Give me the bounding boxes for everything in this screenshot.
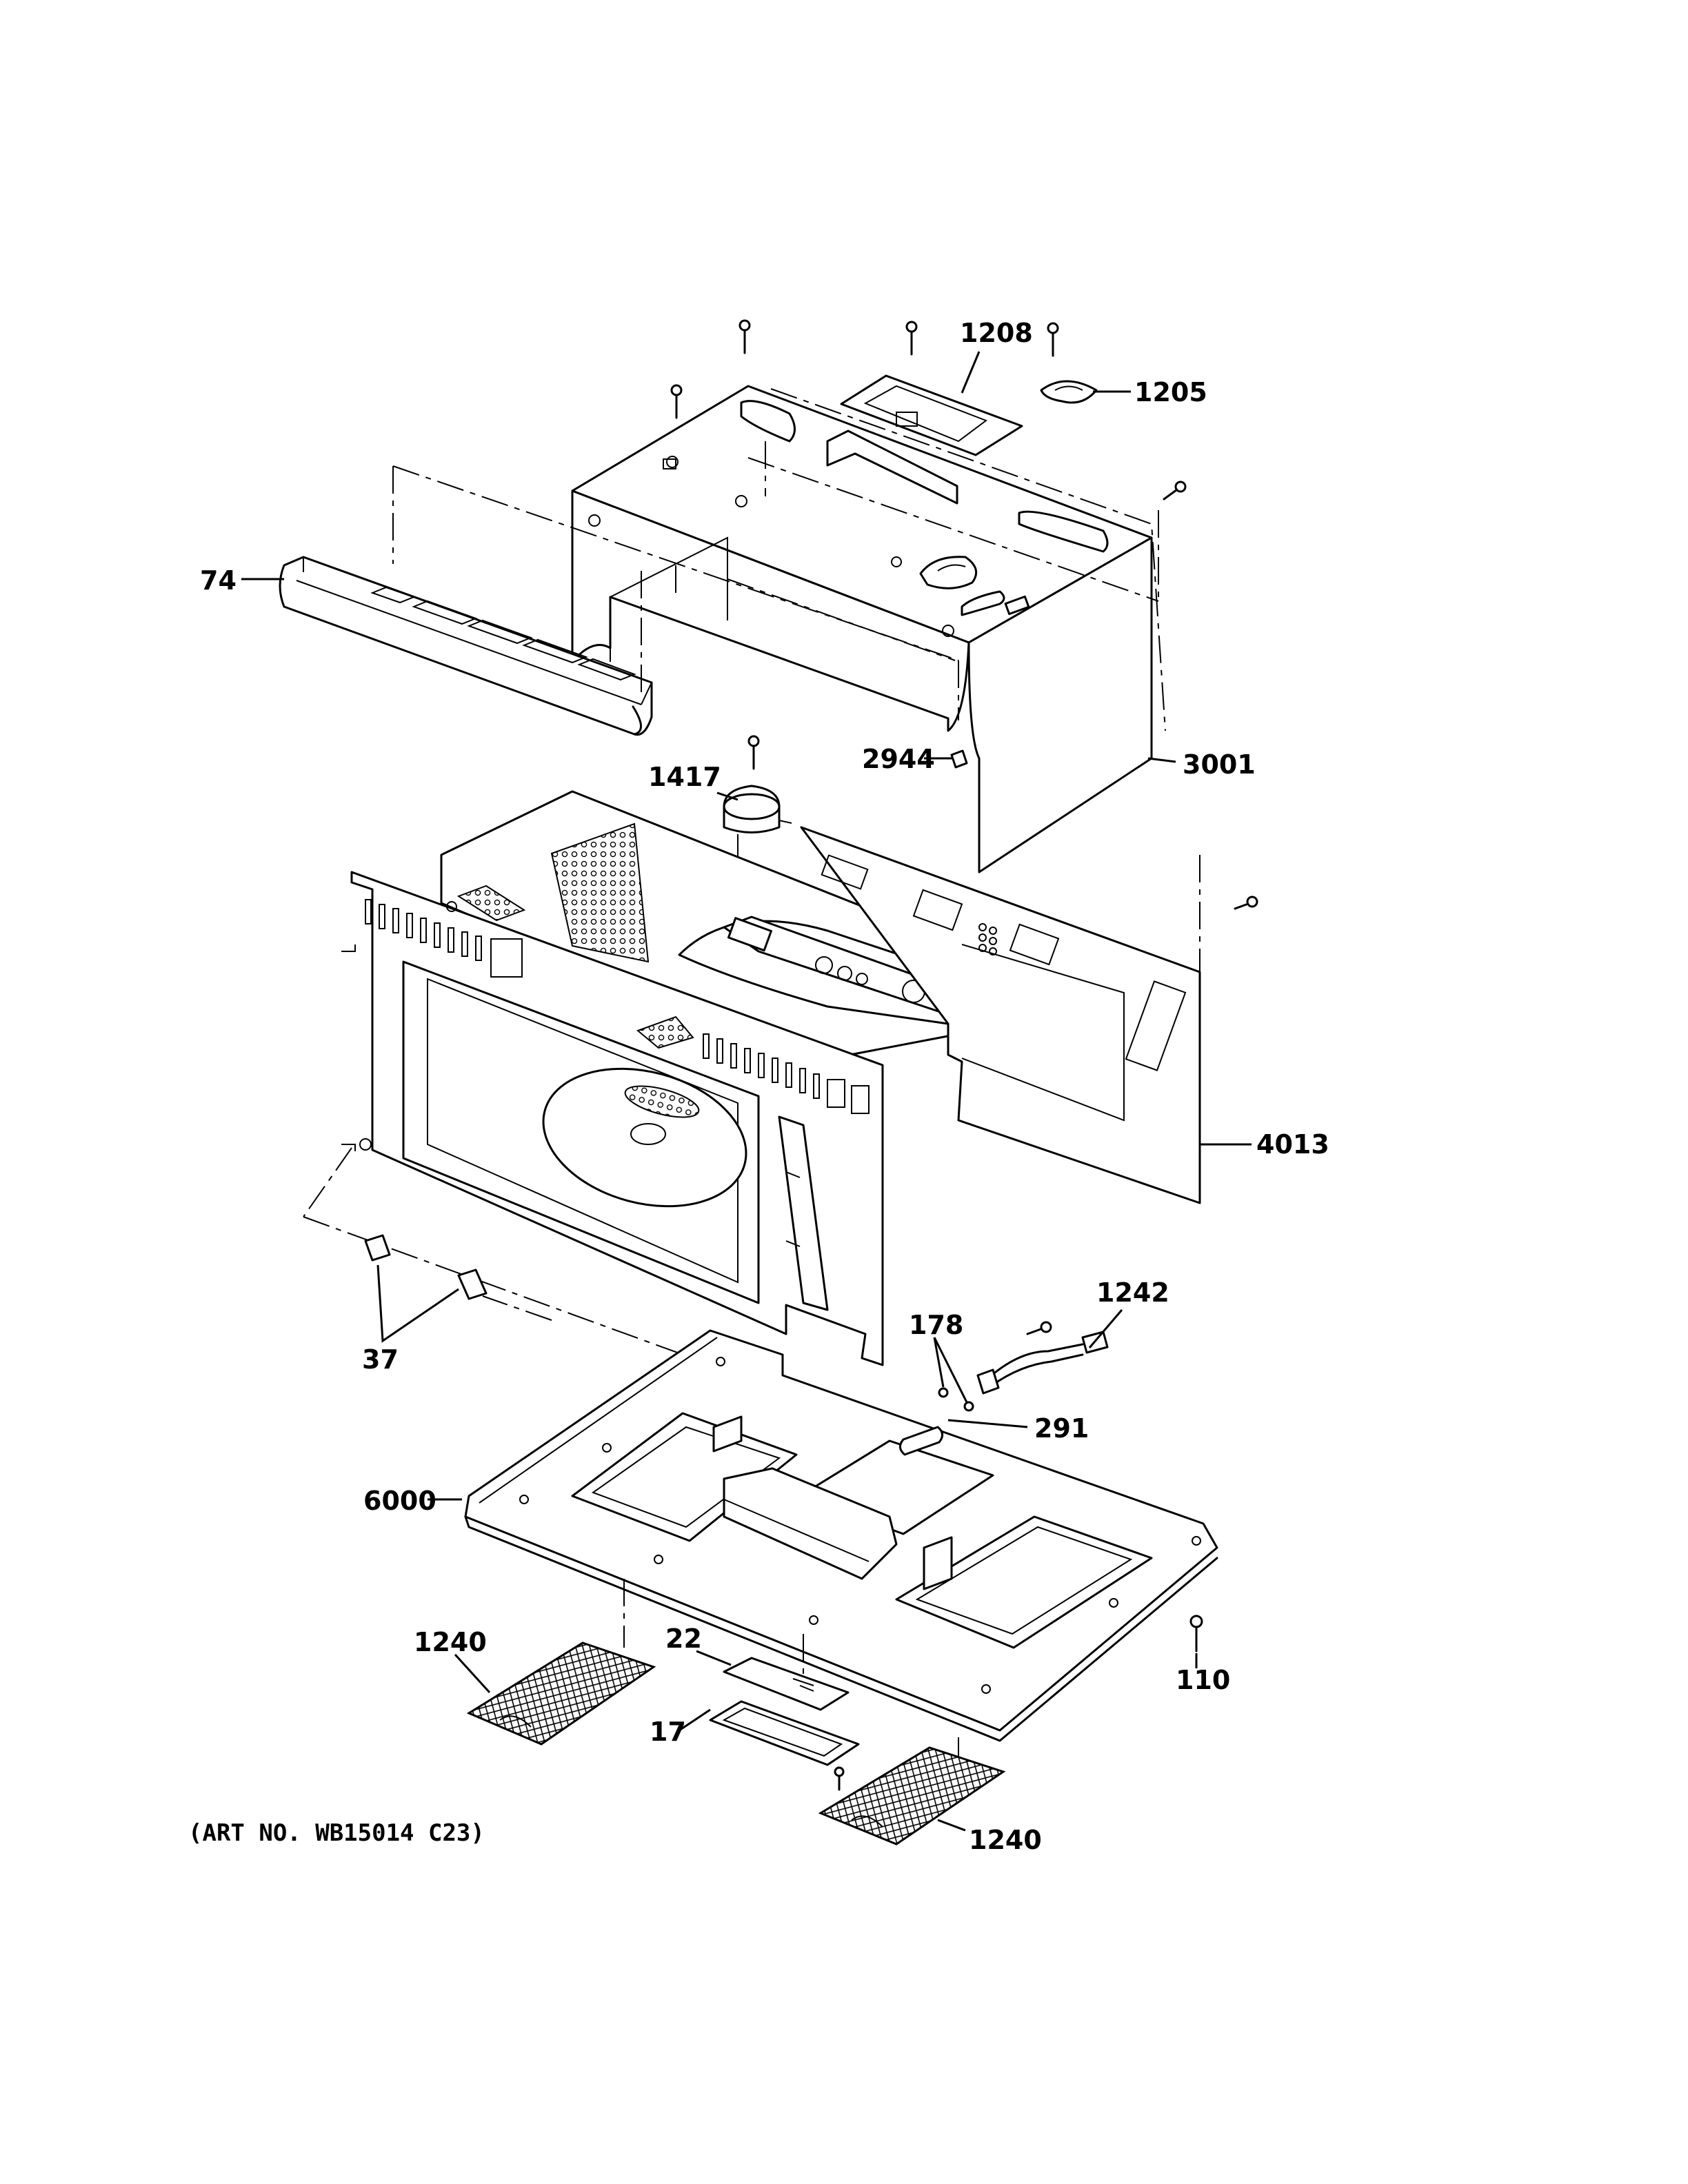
vent-grille-74 xyxy=(279,556,653,736)
callout-1240-left: 1240 xyxy=(414,1627,487,1657)
callout-6000: 6000 xyxy=(363,1486,436,1516)
lens-frame-17 xyxy=(709,1700,860,1791)
assembly-lines-middle xyxy=(303,1147,883,1428)
callout-leaders xyxy=(241,351,1252,1832)
outer-case-3001 xyxy=(571,385,1166,873)
oven-cavity-frame xyxy=(341,790,963,1366)
callout-17: 17 xyxy=(650,1717,686,1747)
light-lens-22 xyxy=(723,1657,850,1711)
callout-1240-right: 1240 xyxy=(969,1825,1042,1855)
back-panel-4013 xyxy=(800,826,1201,1204)
assembly-lines-upper xyxy=(392,441,1200,1055)
callout-22: 22 xyxy=(665,1624,702,1654)
grease-filter-1240-right xyxy=(818,1746,1006,1846)
callout-110: 110 xyxy=(1176,1665,1230,1695)
callout-1208: 1208 xyxy=(960,318,1033,348)
callout-291: 291 xyxy=(1034,1413,1089,1444)
clip-1205 xyxy=(1040,380,1098,404)
grease-filter-1240-left xyxy=(466,1641,656,1746)
callout-4013: 4013 xyxy=(1256,1129,1329,1160)
callout-3001: 3001 xyxy=(1183,749,1256,780)
cover-plate-1208 xyxy=(840,374,1023,456)
screw-110 xyxy=(1189,1615,1203,1652)
callout-37: 37 xyxy=(362,1344,399,1375)
base-plate-6000 xyxy=(464,1329,1218,1742)
callout-1242: 1242 xyxy=(1096,1277,1169,1308)
screw-group-top xyxy=(670,319,1258,910)
motor-1417 xyxy=(723,785,792,903)
assembly-lines-lower xyxy=(623,1579,959,1772)
callout-1205: 1205 xyxy=(1134,377,1207,407)
callout-74: 74 xyxy=(200,565,237,596)
art-number: (ART NO. WB15014 C23) xyxy=(188,1819,485,1847)
callout-178: 178 xyxy=(909,1310,963,1340)
wire-harness-1242 xyxy=(938,1321,1109,1412)
latch-37 xyxy=(364,1234,488,1300)
callout-2944: 2944 xyxy=(862,744,935,774)
callout-1417: 1417 xyxy=(648,762,721,792)
